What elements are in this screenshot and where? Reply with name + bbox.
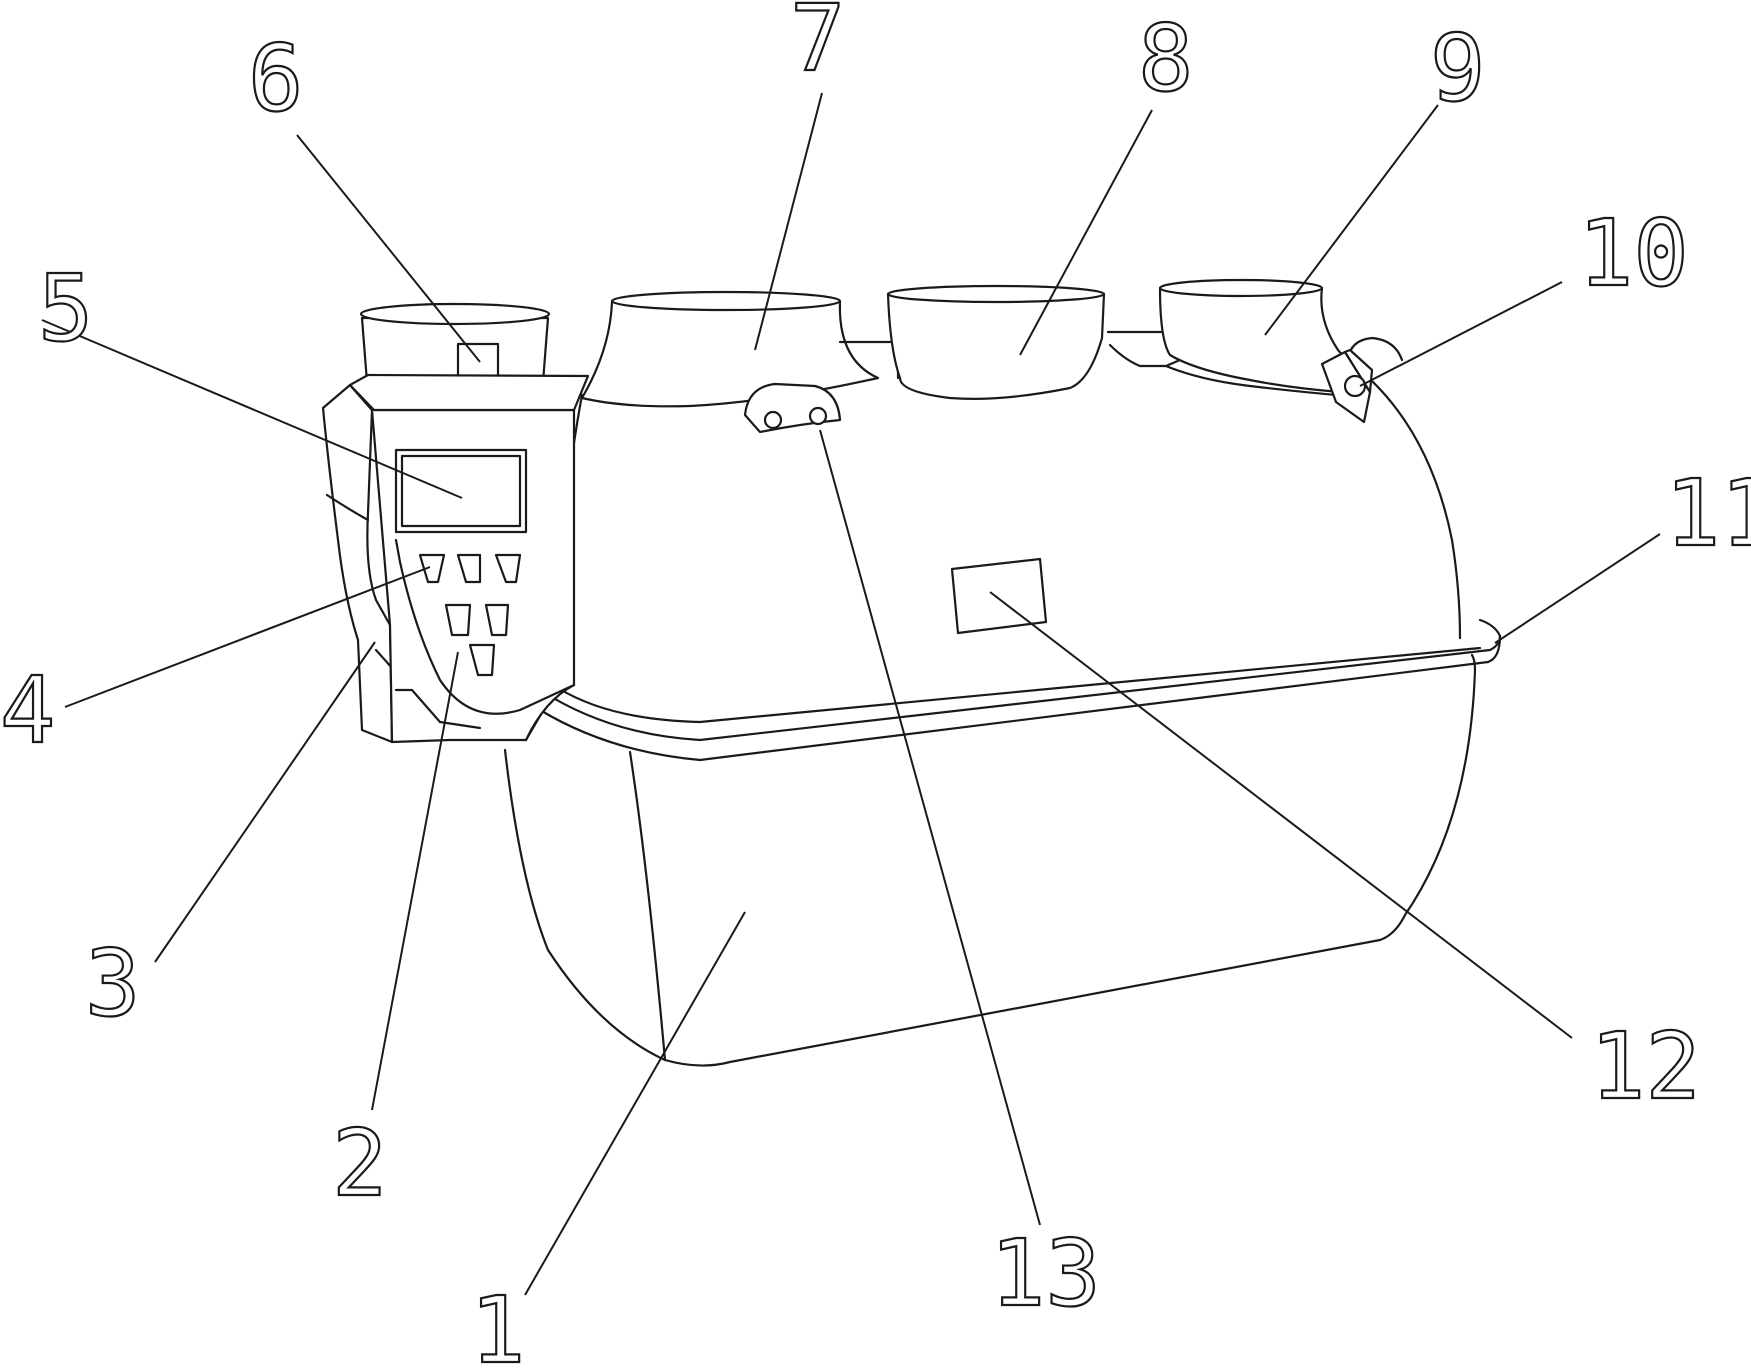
- keypad-button: [456, 553, 482, 584]
- control-box: [321, 373, 590, 744]
- label-10: 10: [1578, 200, 1689, 307]
- button-group-4: [418, 553, 522, 677]
- nozzle-8: [886, 284, 1106, 400]
- control-box-side: [321, 383, 394, 744]
- tank-upper-shell: [556, 368, 1482, 724]
- display-screen-5: [394, 448, 528, 534]
- nozzle-9: [1158, 278, 1364, 398]
- label-11: 11: [1665, 460, 1751, 567]
- nozzle-7: [580, 290, 880, 408]
- label-9: 9: [1430, 15, 1485, 122]
- label-7: 7: [790, 0, 845, 92]
- connector-8-9: [1106, 330, 1182, 368]
- keypad-button: [444, 603, 472, 637]
- flange-rim: [538, 618, 1502, 762]
- lifting-lug-13: [743, 382, 842, 434]
- keypad-button: [494, 553, 522, 584]
- keypad-button: [468, 643, 496, 677]
- keypad-button: [418, 553, 446, 584]
- label-5: 5: [38, 255, 93, 362]
- label-13: 13: [990, 1220, 1101, 1327]
- label-1: 1: [470, 1277, 525, 1369]
- label-8: 8: [1138, 5, 1193, 112]
- label-12: 12: [1590, 1013, 1701, 1120]
- label-6: 6: [248, 25, 303, 132]
- label-3: 3: [85, 930, 140, 1037]
- lifting-lug-10: [1320, 336, 1404, 424]
- label-4: 4: [0, 657, 55, 764]
- tank-lower-body: [503, 653, 1477, 1067]
- nameplate-12: [950, 557, 1048, 635]
- keypad-button: [484, 603, 510, 637]
- label-2: 2: [332, 1110, 387, 1217]
- leader-lines: [41, 92, 1661, 1296]
